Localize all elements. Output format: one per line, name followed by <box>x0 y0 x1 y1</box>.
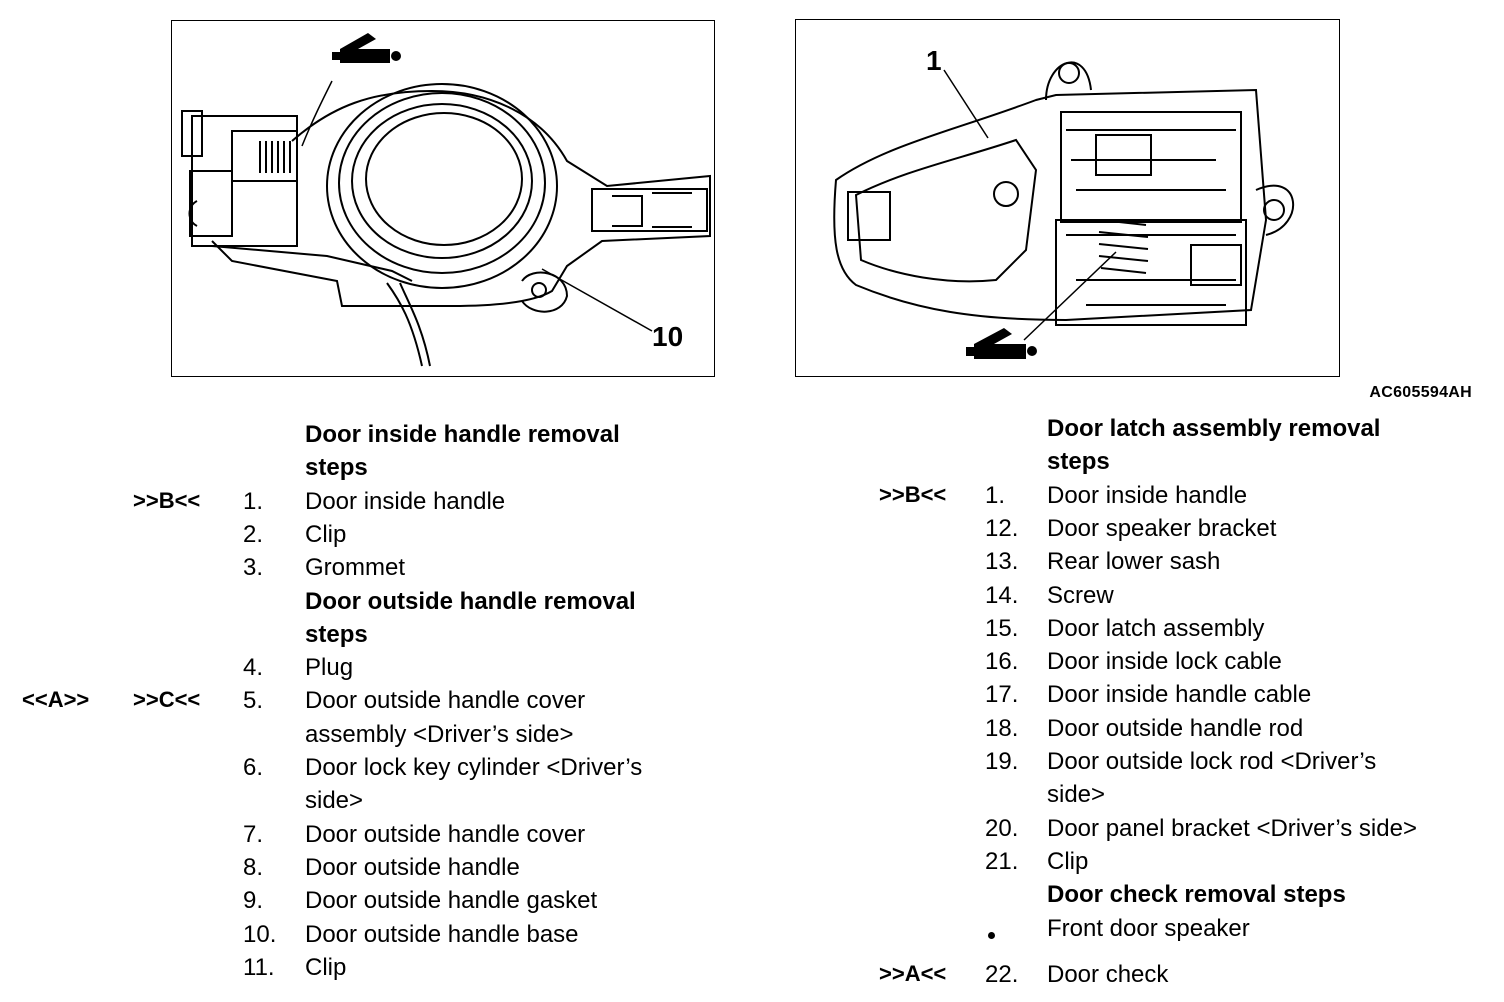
step-text: Door inside handle cable <box>1047 681 1312 709</box>
section-title: Door outside handle removal <box>305 587 636 615</box>
step-text: Clip <box>305 520 347 548</box>
section-title: steps <box>305 620 368 648</box>
step-number: 1. <box>985 481 1006 509</box>
step-text: Door inside handle <box>1047 481 1248 509</box>
step-number: 3. <box>243 554 264 582</box>
step-number: 7. <box>243 820 264 848</box>
step-reference-tag: >>B<< <box>879 481 947 507</box>
step-number: 6. <box>243 754 264 781</box>
step-number: 20. <box>985 814 1019 842</box>
step-text: Door speaker bracket <box>1047 514 1277 542</box>
section-title: Door inside handle removal <box>305 421 620 448</box>
step-text: assembly <Driver’s side> <box>305 720 574 748</box>
step-text: Plug <box>305 654 354 682</box>
step-text: Door outside handle cover <box>305 687 586 715</box>
lubricant-gun-icon <box>966 328 1037 359</box>
step-number: 18. <box>985 714 1019 742</box>
step-number: 16. <box>985 648 1019 676</box>
bullet-icon <box>988 931 995 939</box>
step-text: Door latch assembly <box>1047 614 1265 642</box>
outside-handle-base-drawing <box>181 33 711 367</box>
step-text: Screw <box>1047 581 1114 609</box>
step-text: Clip <box>1047 847 1089 875</box>
step-number: 1. <box>243 487 264 515</box>
step-number: 22. <box>985 960 1019 988</box>
section-title: Door check removal steps <box>1047 881 1346 909</box>
step-text: Door outside handle <box>305 853 520 881</box>
step-text: Door lock key cylinder <Driver’s <box>305 754 643 781</box>
step-reference-tag: >>C<< <box>133 687 201 713</box>
step-number: 15. <box>985 614 1019 642</box>
step-text: Front door speaker <box>1047 914 1250 942</box>
outside-handle-base-figure: 10 <box>171 20 715 377</box>
step-number: 17. <box>985 681 1019 709</box>
section-title: steps <box>305 454 368 482</box>
step-text: side> <box>1047 781 1106 809</box>
step-text: Door inside handle <box>305 487 506 515</box>
step-number: 11. <box>243 953 275 981</box>
step-reference-tag: >>B<< <box>133 487 201 513</box>
step-number: 13. <box>985 548 1019 576</box>
step-number: 9. <box>243 887 264 915</box>
step-number: 5. <box>243 687 264 715</box>
step-text: Door outside handle base <box>305 920 579 948</box>
step-text: Grommet <box>305 554 406 582</box>
step-number: 4. <box>243 654 264 682</box>
inside-handle-figure: 1 <box>795 19 1340 377</box>
step-text: side> <box>305 787 364 815</box>
step-text: Rear lower sash <box>1047 548 1221 576</box>
step-text: Door outside lock rod <Driver’s <box>1047 748 1377 775</box>
step-text: Door panel bracket <Driver’s side> <box>1047 814 1417 842</box>
step-number: 21. <box>985 847 1019 875</box>
step-number: 19. <box>985 748 1019 775</box>
section-title: Door latch assembly removal <box>1047 415 1381 442</box>
step-number: 2. <box>243 520 264 548</box>
step-number: 10. <box>243 920 277 948</box>
step-reference-tag: <<A>> <box>22 687 90 713</box>
step-text: Door check <box>1047 960 1169 988</box>
step-number: 12. <box>985 514 1019 542</box>
step-text: Clip <box>305 953 347 981</box>
step-text: Door outside handle rod <box>1047 714 1304 742</box>
inside-handle-drawing <box>833 61 1295 359</box>
step-text: Door outside handle gasket <box>305 887 598 915</box>
callout-10: 10 <box>652 321 684 352</box>
callout-1: 1 <box>926 45 942 76</box>
step-text: Door inside lock cable <box>1047 648 1282 676</box>
step-text: Door outside handle cover <box>305 820 586 848</box>
lubricant-gun-icon <box>332 33 401 63</box>
step-number: 8. <box>243 853 264 881</box>
step-reference-tag: >>A<< <box>879 960 947 986</box>
figure-code: AC605594AH <box>1369 384 1472 401</box>
step-number: 14. <box>985 581 1019 609</box>
section-title: steps <box>1047 448 1110 476</box>
